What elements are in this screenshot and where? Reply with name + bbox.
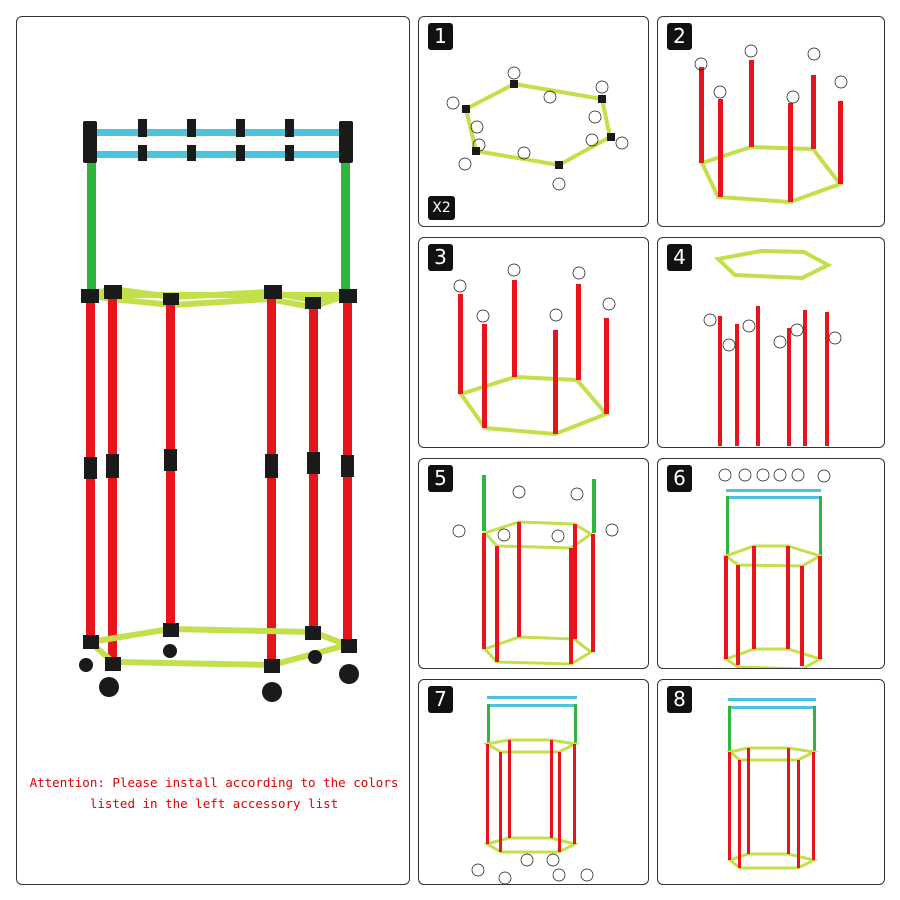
step-2-diagram (694, 44, 848, 205)
step-2-panel: 2 (657, 16, 885, 227)
attention-line-1: Attention: Please install according to t… (29, 775, 399, 790)
step-8-diagram (726, 698, 819, 870)
step-8-panel: 8 (657, 679, 885, 885)
step-6-number: 6 (667, 465, 692, 492)
step-2-number: 2 (667, 23, 692, 50)
step-5-panel: 5 (418, 458, 649, 669)
step-5-diagram (452, 475, 619, 666)
step-6-panel: 6 (657, 458, 885, 669)
attention-line-2: listed in the left accessory list (89, 796, 339, 811)
step-3-number: 3 (428, 244, 453, 271)
step-4-number: 4 (667, 244, 692, 271)
step-3-panel: 3 (418, 237, 649, 448)
assembled-rack-illustration (79, 119, 359, 702)
step-7-number: 7 (428, 686, 453, 713)
step-8-number: 8 (667, 686, 692, 713)
attention-note: Attention: Please install according to t… (17, 772, 409, 814)
step-7-panel: 7 (418, 679, 649, 885)
step-7-diagram (471, 696, 594, 884)
step-6-diagram (718, 468, 831, 668)
step-1-hexagon-diagram (446, 66, 629, 191)
step-4-diagram (703, 248, 842, 446)
step-1-multiplier: X2 (428, 196, 455, 220)
overview-panel: Attention: Please install according to t… (16, 16, 410, 885)
step-4-panel: 4 (657, 237, 885, 448)
step-5-number: 5 (428, 465, 453, 492)
step-1-number: 1 (428, 23, 453, 50)
step-1-panel: 1 X2 (418, 16, 649, 227)
step-3-diagram (453, 263, 616, 437)
